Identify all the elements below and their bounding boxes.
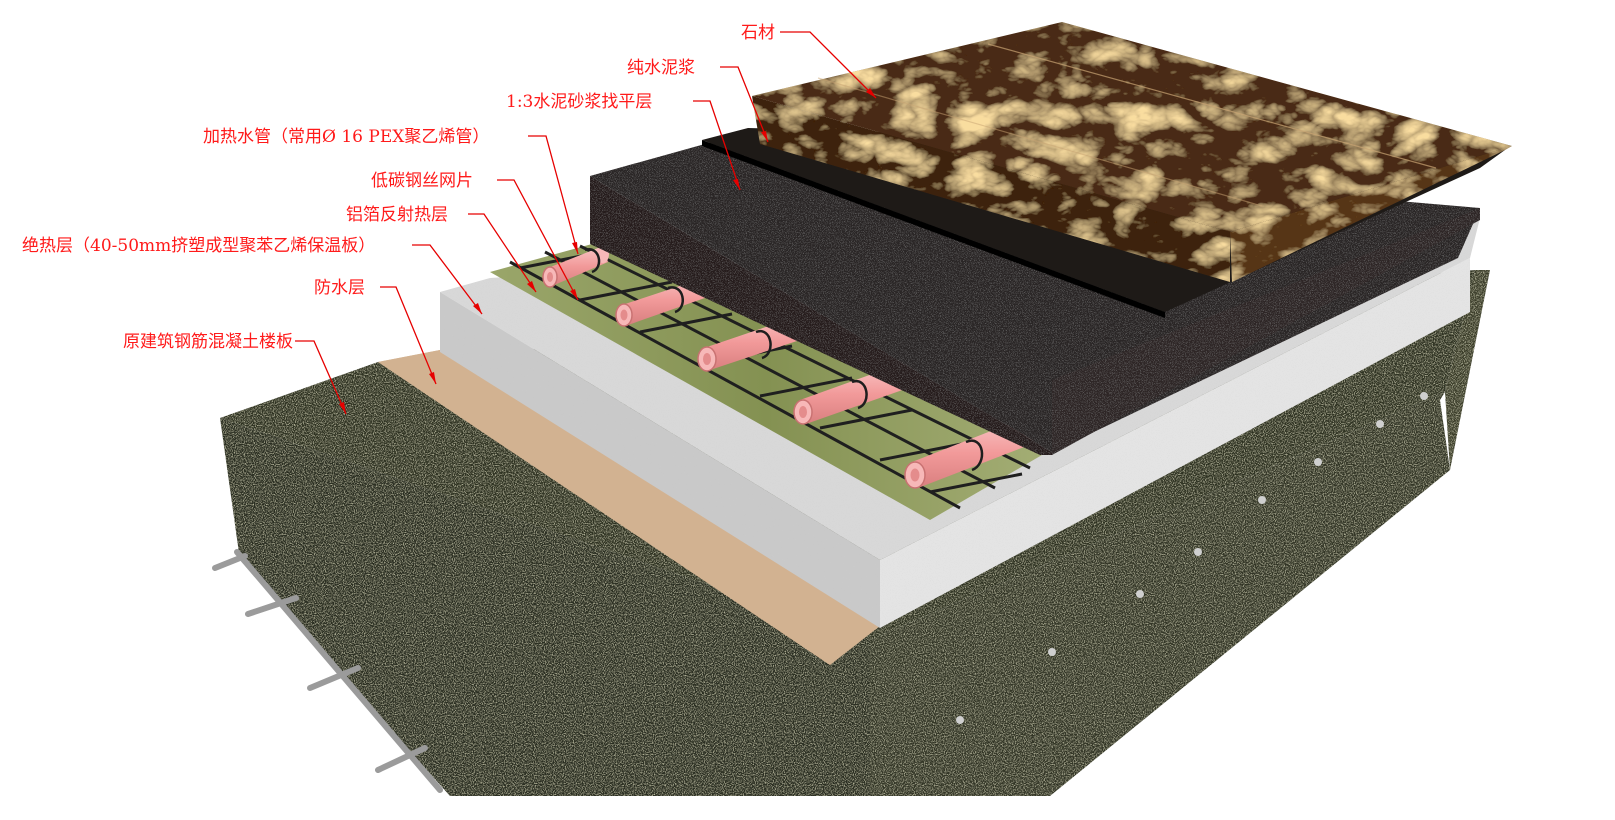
marble-stone: [752, 22, 1512, 282]
rebar-ends: [956, 392, 1428, 724]
label-insulation: 绝热层（40-50mm挤塑成型聚苯乙烯保温板）: [22, 236, 375, 256]
callout-cement-slurry: 纯水泥浆: [627, 58, 769, 143]
waterproof-layer: [378, 350, 880, 665]
slab-right: [1445, 270, 1490, 470]
callout-waterproof: 防水层: [314, 278, 437, 385]
rebar-stubs: [212, 549, 443, 793]
marble-joint: [987, 43, 1437, 169]
heating-pipe: [542, 245, 609, 288]
callout-leveling: 1:3水泥砂浆找平层: [506, 92, 741, 191]
label-waterproof: 防水层: [314, 278, 365, 298]
marble-side: [1230, 146, 1512, 282]
slurry-edge: [702, 140, 1165, 318]
callout-foil: 铝箔反射热层: [346, 205, 537, 293]
label-cement-slurry: 纯水泥浆: [627, 58, 695, 78]
waterproof-surface: [378, 350, 880, 665]
label-slab: 原建筑钢筋混凝土楼板: [123, 332, 293, 352]
insulation-side: [880, 258, 1470, 628]
screed-front: [590, 176, 1052, 455]
label-foil: 铝箔反射热层: [346, 205, 448, 225]
callout-steel-mesh: 低碳钢丝网片: [371, 171, 579, 301]
slab-front: [220, 418, 870, 796]
callouts: 石材 纯水泥浆 1:3水泥砂浆找平层 加热水管（常用Ø 16 PEX聚乙烯管） …: [22, 23, 877, 415]
marble-front: [752, 96, 1230, 282]
steel-mesh: [509, 244, 1031, 510]
callout-slab: 原建筑钢筋混凝土楼板: [123, 332, 347, 415]
marble-top: [752, 22, 1512, 232]
label-leveling: 1:3水泥砂浆找平层: [506, 92, 652, 112]
callout-stone: 石材: [741, 23, 877, 99]
label-stone: 石材: [741, 23, 775, 43]
screed-side: [1052, 208, 1480, 455]
label-steel-mesh: 低碳钢丝网片: [371, 171, 473, 191]
insulation-front: [440, 292, 880, 628]
marble-joint: [817, 77, 1263, 207]
callout-heating-pipe: 加热水管（常用Ø 16 PEX聚乙烯管）: [203, 127, 579, 255]
label-heating-pipe: 加热水管（常用Ø 16 PEX聚乙烯管）: [203, 127, 489, 147]
slab-side: [870, 392, 1450, 796]
callout-insulation: 绝热层（40-50mm挤塑成型聚苯乙烯保温板）: [22, 236, 483, 315]
